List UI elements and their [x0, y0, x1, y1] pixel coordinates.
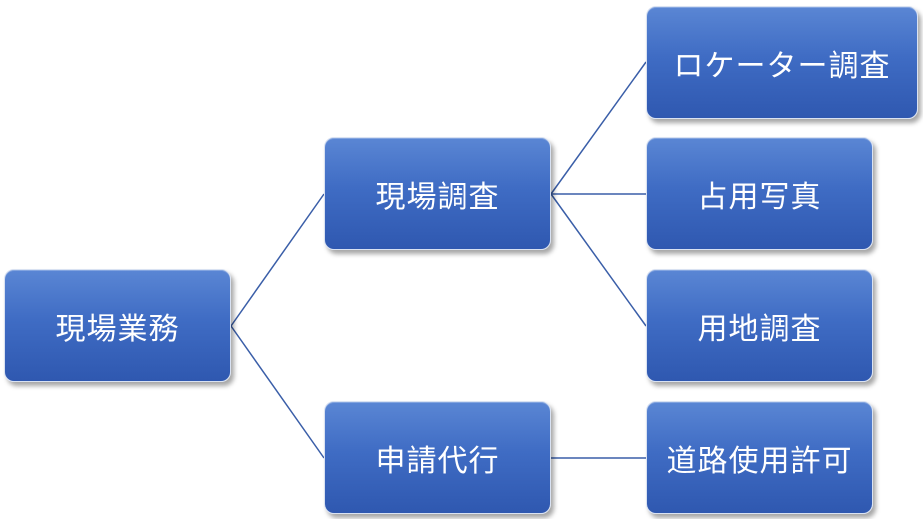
node-occupancy-photo-label: 占用写真 [697, 179, 822, 215]
connector-root-apply [230, 325, 325, 459]
node-site-survey-label: 現場調査 [375, 179, 500, 215]
connector-root-survey [230, 193, 325, 327]
node-road-use-permit-label: 道路使用許可 [666, 443, 853, 479]
node-application-agency: 申請代行 [324, 401, 551, 514]
node-application-agency-label: 申請代行 [375, 443, 500, 479]
node-occupancy-photo: 占用写真 [646, 137, 873, 250]
node-road-use-permit: 道路使用許可 [646, 401, 873, 514]
node-land-survey: 用地調査 [646, 269, 873, 382]
node-land-survey-label: 用地調査 [697, 311, 822, 347]
node-locator-survey-label: ロケーター調査 [673, 48, 891, 84]
node-field-work-label: 現場業務 [55, 311, 180, 347]
node-site-survey: 現場調査 [324, 137, 551, 250]
connector-survey-land [550, 193, 647, 327]
node-field-work: 現場業務 [4, 269, 231, 382]
connector-survey-locator [550, 61, 647, 195]
node-locator-survey: ロケーター調査 [646, 6, 918, 119]
